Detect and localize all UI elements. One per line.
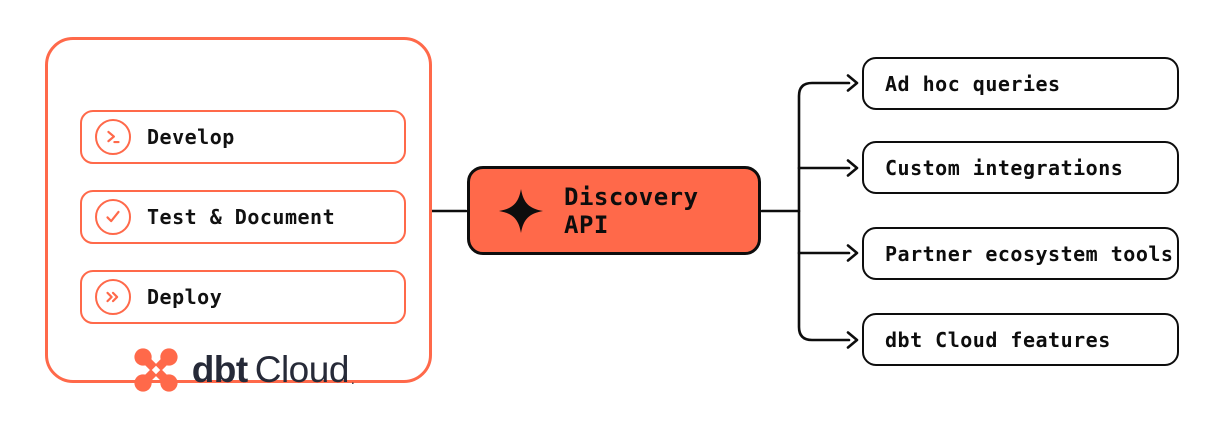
output-node-label: Partner ecosystem tools — [885, 241, 1174, 266]
workflow-step-test-document: Test & Document — [80, 190, 406, 244]
output-node-partner-ecosystem-tools: Partner ecosystem tools — [862, 227, 1179, 280]
fast-forward-icon — [95, 279, 131, 315]
arrowhead-3 — [846, 244, 859, 262]
workflow-step-label: Test & Document — [147, 205, 336, 229]
workflow-step-label: Deploy — [147, 285, 223, 309]
check-circle-icon — [95, 199, 131, 235]
dbt-logo-text: dbt — [191, 349, 249, 390]
workflow-step-deploy: Deploy — [80, 270, 406, 324]
arrowhead-2 — [846, 159, 859, 177]
output-node-dbt-cloud-features: dbt Cloud features — [862, 313, 1179, 366]
terminal-prompt-icon — [95, 119, 131, 155]
dbt-cloud-panel: Develop Test & Document Deploy — [45, 37, 432, 392]
dbt-logo-mark — [134, 348, 178, 392]
wire-trunk — [797, 81, 851, 342]
output-node-label: Custom integrations — [885, 155, 1124, 180]
output-node-label: dbt Cloud features — [885, 327, 1111, 352]
sparkle-icon — [498, 188, 544, 233]
workflow-step-label: Develop — [147, 125, 235, 149]
arrowhead-4 — [846, 331, 859, 349]
arrowhead-1 — [846, 74, 859, 92]
output-node-custom-integrations: Custom integrations — [862, 141, 1179, 194]
output-node-label: Ad hoc queries — [885, 71, 1061, 96]
dbt-cloud-wordmark: dbt Cloud . — [192, 349, 355, 391]
discovery-api-node: Discovery API — [467, 166, 761, 255]
cloud-logo-text: Cloud — [254, 349, 350, 390]
output-node-ad-hoc-queries: Ad hoc queries — [862, 57, 1179, 110]
dbt-cloud-logo: dbt Cloud . — [48, 343, 435, 397]
workflow-step-develop: Develop — [80, 110, 406, 164]
discovery-api-label: Discovery API — [564, 182, 699, 239]
trademark-dot: . — [350, 371, 355, 387]
